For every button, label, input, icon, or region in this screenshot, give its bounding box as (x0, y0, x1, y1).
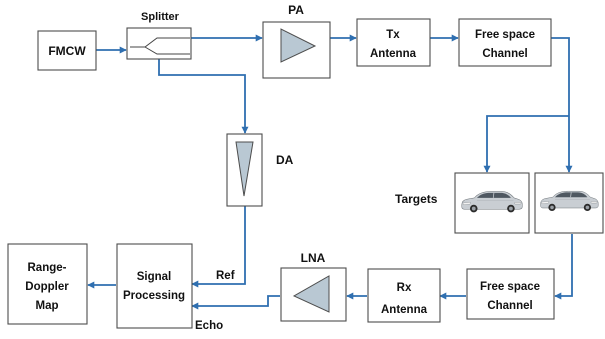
echo-signal-label: Echo (195, 320, 223, 332)
free-space-tx-label-line-1: Free space (475, 29, 535, 41)
range-doppler-map-block: Range- Doppler Map (7, 243, 88, 325)
tx-antenna-label-line-2: Antenna (370, 48, 417, 60)
lna-block: LNA (280, 251, 347, 322)
targets-label: Targets (395, 192, 438, 206)
wire-lna-to-processing-echo (191, 295, 280, 310)
wire-branch-to-target-1 (483, 115, 569, 173)
wire-splitter-to-da (158, 59, 249, 134)
range-doppler-label-line-1: Range- (28, 262, 67, 274)
lna-label: LNA (301, 251, 326, 265)
range-doppler-label-line-3: Map (36, 300, 59, 312)
wire-da-to-processing-ref (191, 206, 246, 288)
signal-processing-block: Signal Processing (116, 243, 193, 329)
free-space-channel-rx-block: Free space Channel (466, 268, 555, 320)
da-label: DA (276, 153, 294, 167)
targets-group: Targets (395, 172, 604, 234)
rx-antenna-label-line-2: Antenna (381, 304, 428, 316)
wire-channel-to-target-2 (551, 37, 573, 173)
signal-processing-label-line-2: Processing (123, 290, 185, 302)
wire-targets-to-channel (554, 234, 573, 300)
range-doppler-label-line-2: Doppler (25, 281, 69, 293)
da-block: DA (226, 133, 294, 207)
free-space-rx-label-line-1: Free space (480, 281, 540, 293)
tx-antenna-block: Tx Antenna (356, 18, 431, 67)
fmcw-label: FMCW (48, 44, 86, 58)
splitter-fork-icon (130, 37, 190, 55)
ref-signal-label: Ref (216, 270, 235, 282)
signal-processing-label-line-1: Signal (137, 271, 172, 283)
tx-antenna-label-line-1: Tx (386, 29, 400, 41)
rx-antenna-label-line-1: Rx (397, 282, 412, 294)
da-triangle-icon (235, 141, 254, 197)
amplifier-triangle-icon (280, 28, 317, 63)
free-space-rx-label-line-2: Channel (487, 300, 532, 312)
rx-antenna-block: Rx Antenna (367, 268, 441, 323)
pa-block: PA (262, 3, 331, 79)
free-space-channel-tx-block: Free space Channel (458, 18, 552, 67)
fmcw-block: FMCW (37, 30, 97, 71)
pa-label: PA (288, 3, 304, 17)
signal-wires (87, 34, 573, 310)
free-space-tx-label-line-2: Channel (482, 48, 527, 60)
lna-triangle-icon (292, 275, 330, 313)
splitter-label: Splitter (141, 11, 180, 23)
splitter-block: Splitter (126, 11, 192, 60)
